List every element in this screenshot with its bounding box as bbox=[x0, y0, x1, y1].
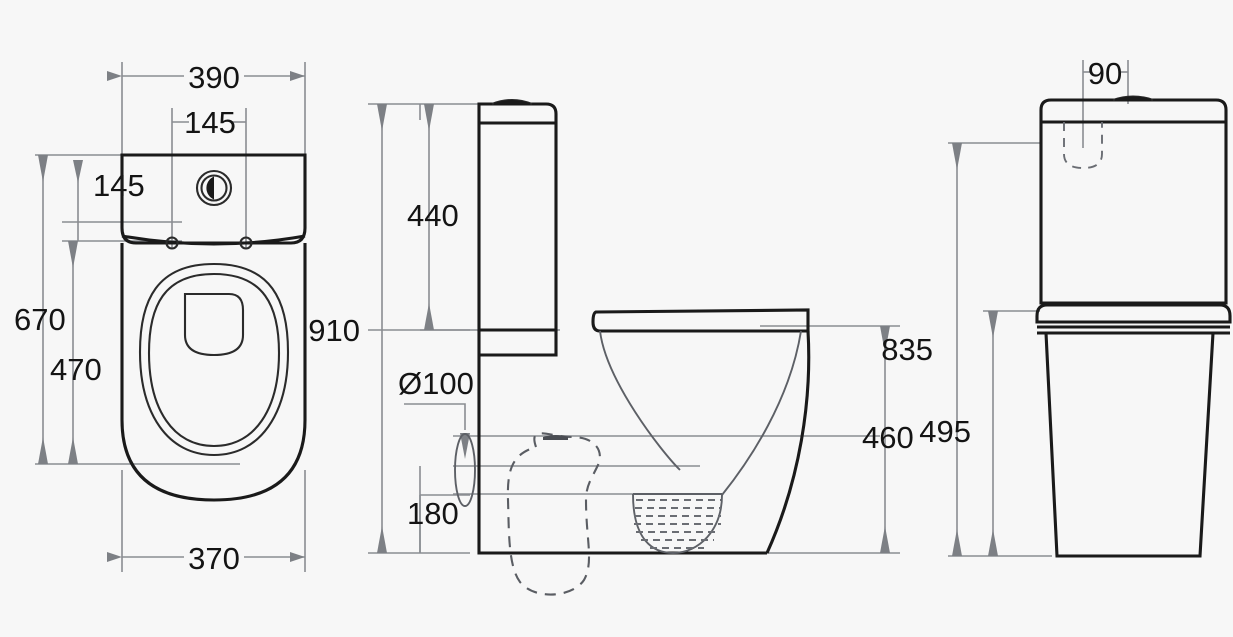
dimension-670: 670 bbox=[14, 155, 66, 464]
top-view: 390 145 145 670 470 bbox=[14, 60, 307, 576]
dimension-label-440: 440 bbox=[407, 198, 459, 233]
dimension-label-390: 390 bbox=[188, 60, 240, 95]
front-view: 90 835 495 bbox=[881, 56, 1232, 558]
side-view-extension-lines bbox=[368, 103, 900, 554]
dimension-diameter-100: Ø100 bbox=[398, 366, 474, 459]
seat-fixing-hole-right bbox=[239, 236, 253, 250]
dimension-390: 390 bbox=[107, 60, 305, 95]
dimension-label-145-vertical: 145 bbox=[93, 168, 145, 203]
dimension-180: 180 bbox=[407, 466, 459, 553]
front-view-pedestal bbox=[1035, 303, 1232, 558]
dimension-910: 910 bbox=[308, 104, 387, 553]
dimension-370: 370 bbox=[107, 541, 305, 576]
top-view-bowl bbox=[120, 243, 307, 502]
dimension-label-495: 495 bbox=[919, 414, 971, 449]
dimension-label-460: 460 bbox=[862, 420, 914, 455]
water-inlet-hidden bbox=[1063, 122, 1103, 169]
dimension-label-180: 180 bbox=[407, 496, 459, 531]
dimension-495: 495 bbox=[919, 311, 998, 556]
dimension-835: 835 bbox=[881, 143, 962, 556]
dimension-label-370: 370 bbox=[188, 541, 240, 576]
front-view-extension-lines bbox=[948, 60, 1129, 557]
dimension-145-vertical: 145 bbox=[73, 160, 145, 241]
side-view-bowl bbox=[477, 308, 811, 555]
soil-outlet-ellipse bbox=[454, 433, 476, 507]
dimension-label-145-horizontal: 145 bbox=[184, 105, 236, 140]
dimension-470: 470 bbox=[50, 241, 102, 464]
seat-fixing-hole-left bbox=[165, 236, 179, 250]
top-view-cistern bbox=[120, 153, 307, 246]
dimension-label-90: 90 bbox=[1088, 56, 1122, 91]
dimension-90: 90 bbox=[1083, 56, 1128, 91]
side-view-cistern bbox=[477, 98, 558, 332]
water-seal-hatch bbox=[634, 499, 721, 549]
dimension-label-835: 835 bbox=[881, 332, 933, 367]
dimension-145-horizontal: 145 bbox=[172, 105, 246, 140]
dimension-label-470: 470 bbox=[50, 352, 102, 387]
front-view-cistern bbox=[1039, 95, 1228, 305]
dimension-460: 460 bbox=[862, 326, 914, 553]
dimension-label-670: 670 bbox=[14, 302, 66, 337]
dimension-label-diameter-100: Ø100 bbox=[398, 366, 474, 401]
hidden-trapway bbox=[506, 432, 601, 596]
flush-button[interactable] bbox=[195, 169, 233, 207]
dimension-440: 440 bbox=[407, 104, 459, 330]
side-view: 910 440 Ø100 180 460 bbox=[308, 98, 914, 596]
dimension-label-910: 910 bbox=[308, 313, 360, 348]
